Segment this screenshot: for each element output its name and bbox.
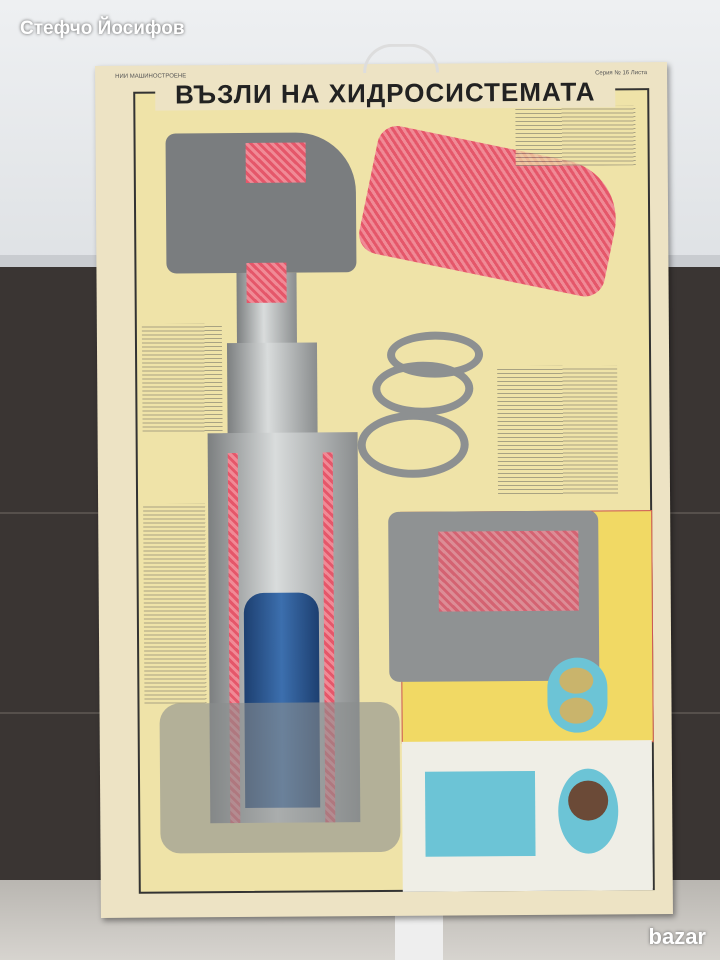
- legend-text-block: [143, 503, 207, 704]
- watermark-text: Стефчо Йосифов: [20, 18, 185, 39]
- valve-section: [245, 142, 306, 183]
- gear-icon: [559, 697, 594, 724]
- site-logo: bazar: [648, 924, 706, 949]
- gear-icon: [559, 667, 594, 694]
- seal-ring: [357, 411, 469, 479]
- poster: НИИ МАШИНОСТРОЕНЕ Серия № 16 Листа: [95, 43, 673, 918]
- cylinder-base-illustration: [159, 701, 401, 854]
- poster-frame: [133, 88, 655, 894]
- pump-cover-diagram: [568, 780, 609, 821]
- poster-title: ВЪЗЛИ НА ХИДРОСИСТЕМАТА: [155, 76, 616, 111]
- legend-text-block: [497, 365, 619, 497]
- legend-text-block: [515, 105, 636, 167]
- pump-cross-section-diagram: [424, 770, 536, 857]
- gear-pump-section: [438, 530, 579, 612]
- white-post: [395, 915, 443, 960]
- rod-head-section: [246, 262, 287, 303]
- seal-ring: [372, 361, 474, 417]
- legend-text-block: [141, 323, 223, 434]
